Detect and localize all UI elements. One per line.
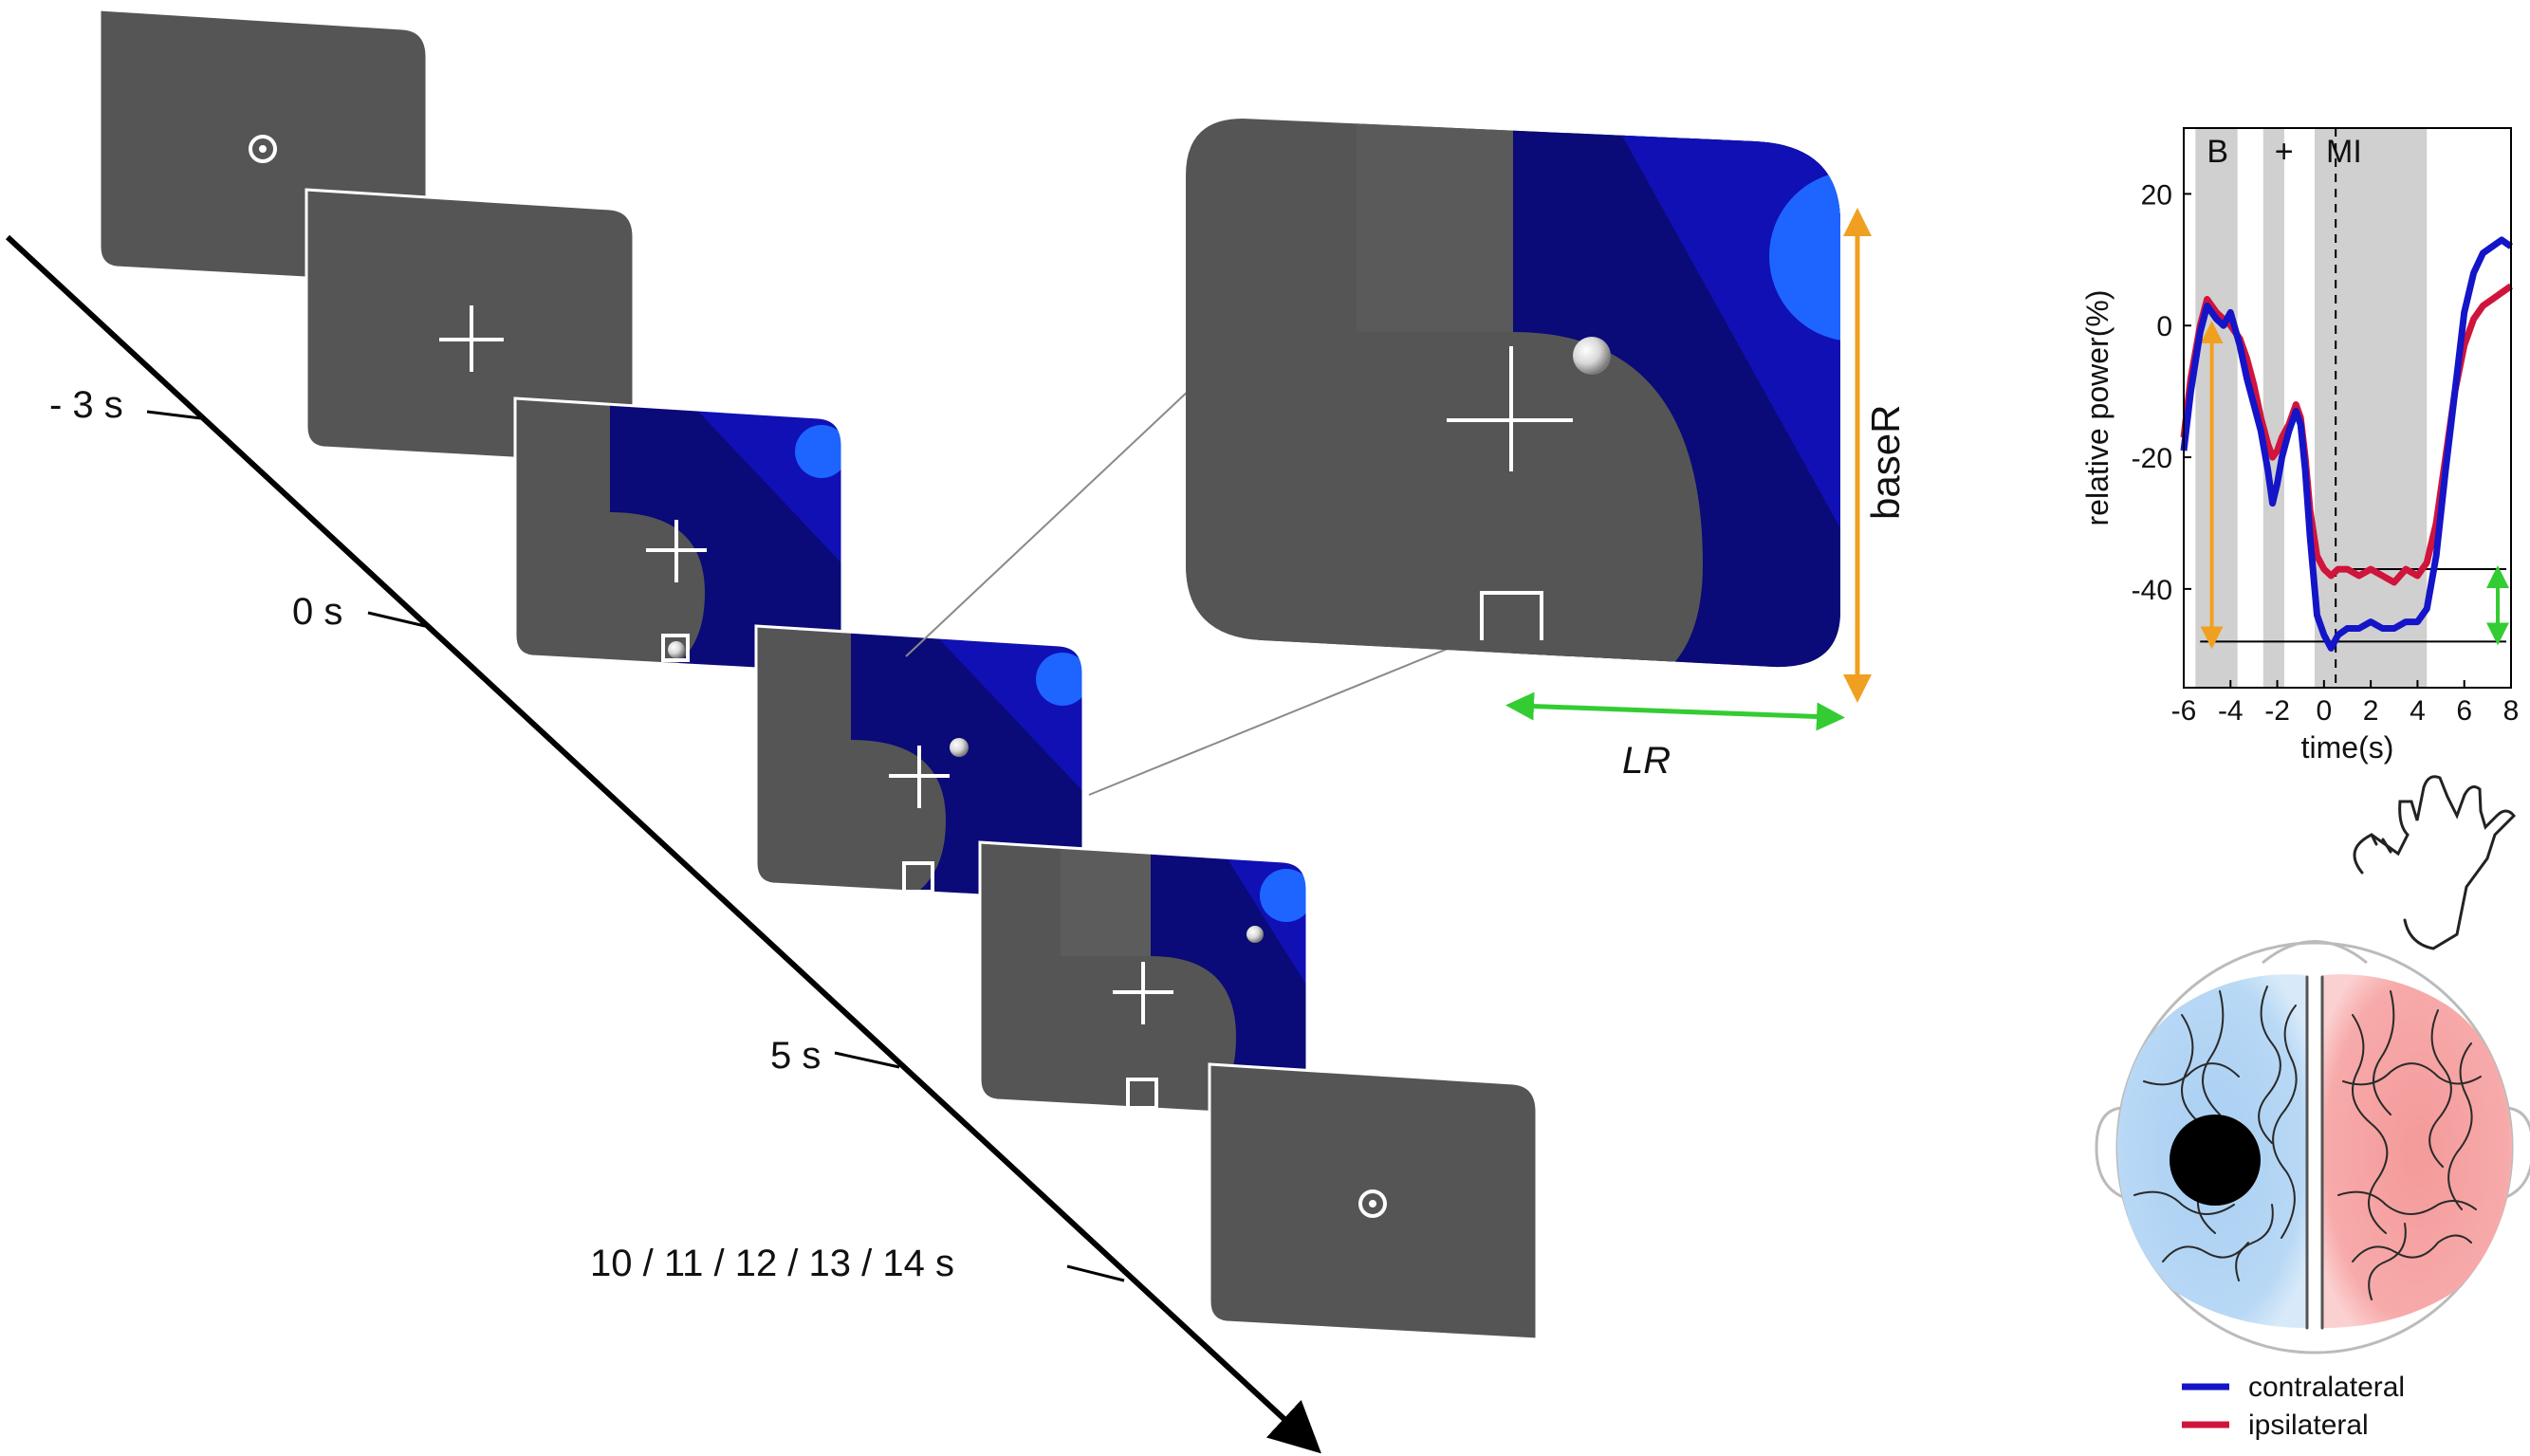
series-line-contralateral: [2180, 236, 2514, 652]
target-circle-icon: [1036, 653, 1083, 706]
x-tick-label: -4: [2218, 695, 2244, 727]
tick-label-minus3s: - 3 s: [49, 384, 123, 426]
tick-mark: [146, 410, 202, 420]
y-tick-label: 20: [2141, 179, 2172, 211]
goal-box-icon: [1480, 591, 1543, 640]
goal-box-icon: [661, 634, 690, 662]
timeline-axis: [5, 234, 1321, 1454]
y-tick-label: 0: [2156, 311, 2172, 342]
hemisphere-right: [2322, 974, 2513, 1328]
tick-label-0s: 0 s: [292, 591, 342, 633]
tick-label-5s: 5 s: [770, 1035, 821, 1077]
baseline-label: baseR: [1863, 405, 1908, 520]
head-ear-left: [2095, 1106, 2124, 1199]
tick-label-end: 10 / 11 / 12 / 13 / 14 s: [590, 1243, 954, 1284]
fixation-target-icon: [1358, 1189, 1387, 1218]
lateral-arrow: [1505, 691, 1845, 731]
y-tick-label: -40: [2132, 575, 2172, 606]
fixation-cross-icon: [439, 305, 504, 372]
legend-label-contralateral: contralateral: [2248, 1372, 2405, 1403]
timeline: - 3 s 0 s 5 s 10 / 11 / 12 / 13 / 14 s: [5, 234, 1321, 1454]
lateral-label: LR: [1622, 740, 1671, 782]
y-axis-label: relative power(%): [2080, 290, 2114, 526]
head-ear-right: [2505, 1106, 2530, 1199]
ball-icon: [668, 641, 685, 658]
x-tick-label: 6: [2456, 695, 2472, 727]
tick-mark: [367, 611, 426, 628]
electrode-marker-icon: [2170, 1115, 2261, 1206]
tick-mark: [834, 1051, 900, 1069]
period-label: +: [2275, 134, 2294, 170]
zoom-connector: [905, 388, 1490, 796]
hand-icon: [2353, 775, 2517, 950]
measurement-arrows: baseR LR: [1505, 208, 1908, 782]
brain-topography: [2095, 940, 2530, 1355]
fixation-cross-icon: [646, 520, 707, 582]
screen-game-3: [978, 840, 1309, 1119]
ball-icon: [1247, 926, 1264, 943]
legend: contralateral ipsilateral: [2182, 1372, 2405, 1441]
zoomed-screen: [1186, 119, 1840, 668]
x-tick-label: -6: [2171, 695, 2197, 727]
screen-game-1: [513, 396, 844, 675]
tick-mark: [1066, 1264, 1125, 1282]
screen-fixation-end: [1208, 1062, 1539, 1341]
period-label: B: [2207, 134, 2228, 170]
legend-label-ipsilateral: ipsilateral: [2248, 1410, 2369, 1441]
ball-icon: [1573, 337, 1611, 375]
target-circle-icon: [1260, 869, 1307, 922]
plot-frame: [2183, 127, 2512, 689]
fixation-cross-icon: [1447, 346, 1573, 471]
x-tick-label: 4: [2410, 695, 2426, 727]
target-circle-icon: [795, 425, 842, 478]
x-tick-label: 2: [2363, 695, 2379, 727]
head-nose: [2262, 940, 2368, 965]
goal-box-icon: [1126, 1078, 1158, 1110]
period-label: MI: [2326, 134, 2362, 170]
fixation-target-icon: [249, 135, 277, 163]
shaded-period: [2315, 128, 2428, 688]
x-tick-label: 8: [2503, 695, 2520, 727]
fixation-cross-icon: [1113, 962, 1173, 1024]
target-circle-icon: [1769, 171, 1840, 341]
shaded-period: [2262, 128, 2284, 688]
x-axis-label: time(s): [2301, 730, 2394, 765]
fixation-cross-icon: [889, 746, 950, 808]
shaded-period: [2195, 128, 2238, 688]
x-tick-label: -2: [2264, 695, 2290, 727]
y-tick-label: -20: [2132, 443, 2172, 474]
x-tick-label: 0: [2317, 695, 2333, 727]
ball-icon: [950, 738, 969, 757]
goal-box-icon: [902, 861, 934, 894]
